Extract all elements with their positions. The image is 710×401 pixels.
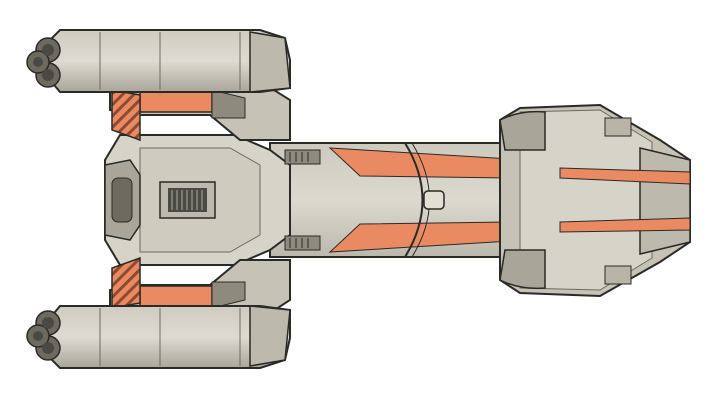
central-hull [104, 134, 321, 266]
forward-spine [269, 127, 661, 273]
lower-engine-nacelle [26, 256, 291, 369]
cockpit-vent [159, 181, 216, 219]
upper-engine-nacelle [26, 29, 291, 142]
bow-section [499, 103, 691, 298]
